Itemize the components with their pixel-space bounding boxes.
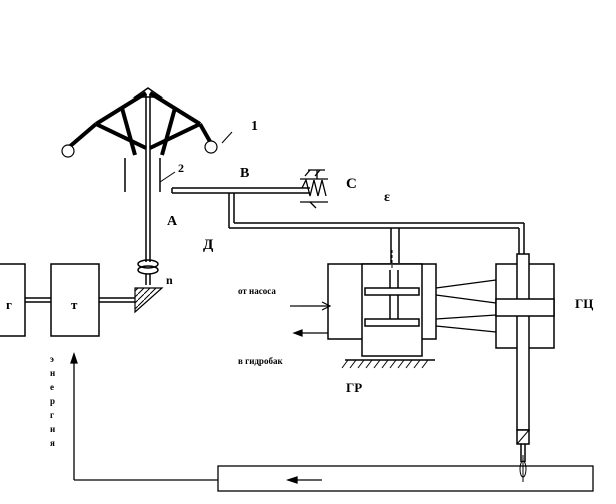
left-outer-arm: [66, 122, 98, 150]
energy-letter: э: [50, 354, 54, 364]
right-link-arm: [160, 107, 177, 156]
label-a: A: [167, 214, 178, 229]
pilot-valve-gr: [327, 250, 437, 369]
label-2: 2: [178, 161, 184, 175]
from-pump-arrow: [290, 301, 332, 311]
governor-spindle: [124, 94, 176, 262]
label-1-leader: [221, 131, 233, 144]
spring-c: [300, 169, 328, 209]
bevel-gear: [134, 287, 164, 314]
label-generator: г: [6, 297, 12, 312]
turbine-generator: [0, 263, 135, 337]
right-lower-arm: [149, 122, 201, 150]
energy-letter: я: [50, 438, 55, 448]
left-lower-arm: [95, 122, 147, 150]
pilot-to-servo-pipes: [435, 279, 497, 333]
label-1: 1: [251, 119, 258, 134]
energy-letter: р: [50, 396, 55, 406]
feedback-linkage: [228, 193, 525, 263]
energy-letter: н: [50, 368, 55, 378]
to-tank-arrow: [292, 329, 328, 337]
energy-letter: и: [50, 424, 55, 434]
label-turbine: т: [71, 297, 78, 312]
spindle-spring: [137, 259, 159, 285]
label-b: B: [240, 166, 249, 181]
label-2-leader: [159, 171, 176, 183]
label-to-tank: в гидробак: [238, 356, 283, 366]
generator-block: [0, 263, 26, 337]
label-energy-vertical: э н е р г и я: [50, 354, 55, 448]
energy-flow-channel: [70, 351, 594, 492]
flyball-governor: [61, 87, 233, 158]
energy-letter: е: [50, 382, 54, 392]
label-gc: ГЦ: [575, 296, 593, 311]
label-gr: ГР: [346, 380, 362, 395]
label-from-pump: от насоса: [238, 286, 276, 296]
label-c: C: [346, 176, 357, 192]
servomotor-gc: [495, 253, 555, 482]
left-link-arm: [120, 107, 137, 156]
label-n: n: [166, 273, 173, 287]
right-flyball: [204, 140, 218, 154]
label-epsilon: ε: [384, 190, 390, 205]
left-flyball: [61, 144, 75, 158]
lever-b: [171, 187, 310, 194]
turbine-block: [50, 263, 100, 337]
energy-letter: г: [50, 410, 54, 420]
label-d: Д: [203, 237, 214, 253]
